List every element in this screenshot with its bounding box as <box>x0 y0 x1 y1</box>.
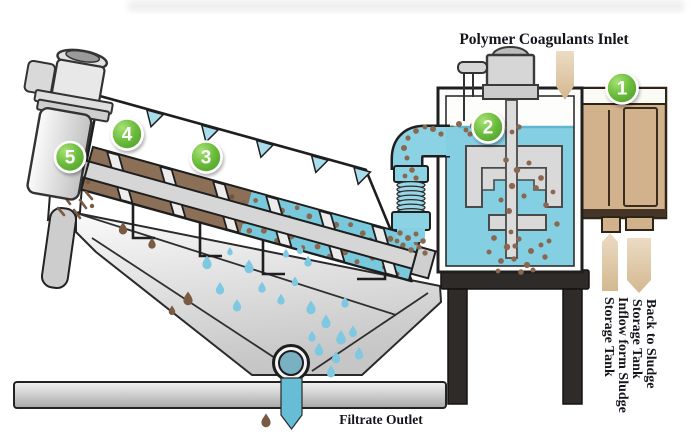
spray-nozzle-icons <box>145 108 372 186</box>
pipe-bellows <box>396 180 426 217</box>
marker-4-number: 4 <box>122 125 133 146</box>
marker-2: 2 <box>471 110 505 144</box>
trough-base <box>13 381 447 409</box>
side-labels: Back to Sludge Storage Tank Inflow form … <box>601 297 658 413</box>
return-arrow-down-icon <box>627 238 651 293</box>
polymer-inlet-label: Polymer Coagulants Inlet <box>459 31 629 48</box>
mixer-motor <box>482 46 539 100</box>
level-sensor <box>457 61 488 121</box>
shaft-end-cap <box>409 245 437 280</box>
filtrate-outlet-pipe-icon <box>280 377 303 430</box>
marker-5-number: 5 <box>65 148 76 169</box>
marker-3: 3 <box>189 140 223 174</box>
marker-4: 4 <box>110 117 144 151</box>
polymer-inlet-arrow-icon <box>556 51 574 100</box>
inflow-label-line2: Storage Tank <box>601 297 616 377</box>
filtrate-outlet-label: Filtrate Outlet <box>339 412 423 427</box>
tank-stand <box>440 269 590 405</box>
marker-1-number: 1 <box>617 79 628 100</box>
floc-dots-pipe <box>394 124 444 256</box>
marker-3-number: 3 <box>201 148 212 169</box>
inflow-label-line1: Inflow form Sludge <box>615 297 630 413</box>
back-to-sludge-label-line1: Back to Sludge <box>643 299 658 388</box>
sludge-storage-tank <box>578 86 668 293</box>
ghost-watermark <box>128 0 684 12</box>
back-to-sludge-label-line2: Storage Tank <box>629 299 644 379</box>
filtrate-drain <box>272 344 310 430</box>
marker-1: 1 <box>605 71 639 105</box>
pipe-flange-bottom <box>391 211 431 231</box>
marker-2-number: 2 <box>483 118 494 139</box>
marker-5: 5 <box>53 140 87 174</box>
mixing-tank <box>436 46 584 275</box>
inflow-arrow-up-icon <box>602 233 618 291</box>
screw-press <box>70 94 437 283</box>
feed-pipe <box>390 124 458 256</box>
